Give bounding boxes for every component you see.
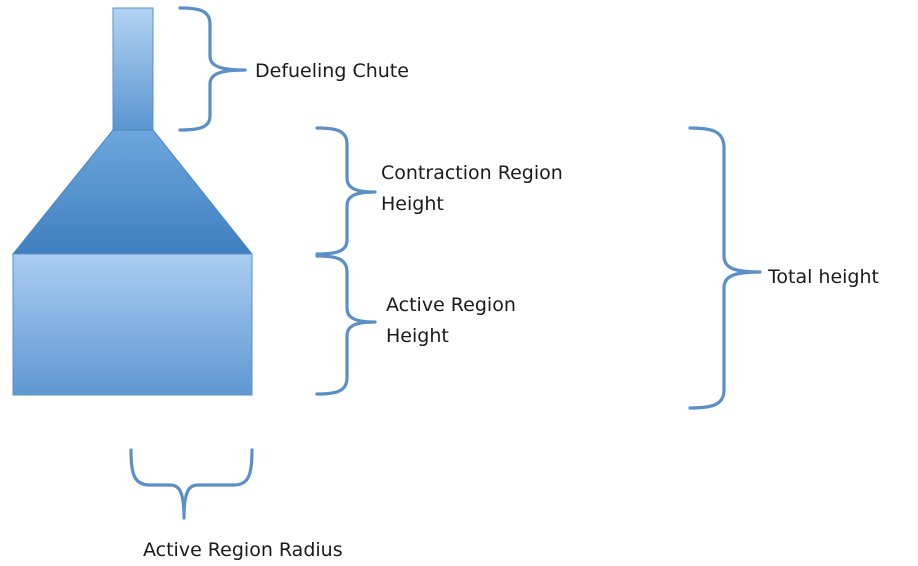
total-height-bracket — [688, 126, 762, 410]
active-region-height-label: Active Region Height — [386, 294, 516, 348]
contraction-region-shape — [11, 129, 254, 255]
defueling-chute-shape — [112, 7, 154, 131]
active-region-height-bracket — [315, 254, 377, 396]
contraction-region-bracket — [315, 126, 377, 256]
contraction-region-height-label: Contraction Region Height — [381, 162, 563, 216]
total-height-label: Total height — [768, 266, 879, 288]
active-region-radius-bracket — [129, 448, 254, 520]
defueling-chute-bracket — [178, 6, 247, 132]
active-region-radius-label: Active Region Radius — [143, 539, 343, 561]
defueling-chute-label: Defueling Chute — [255, 60, 409, 82]
active-region-shape — [12, 253, 253, 396]
